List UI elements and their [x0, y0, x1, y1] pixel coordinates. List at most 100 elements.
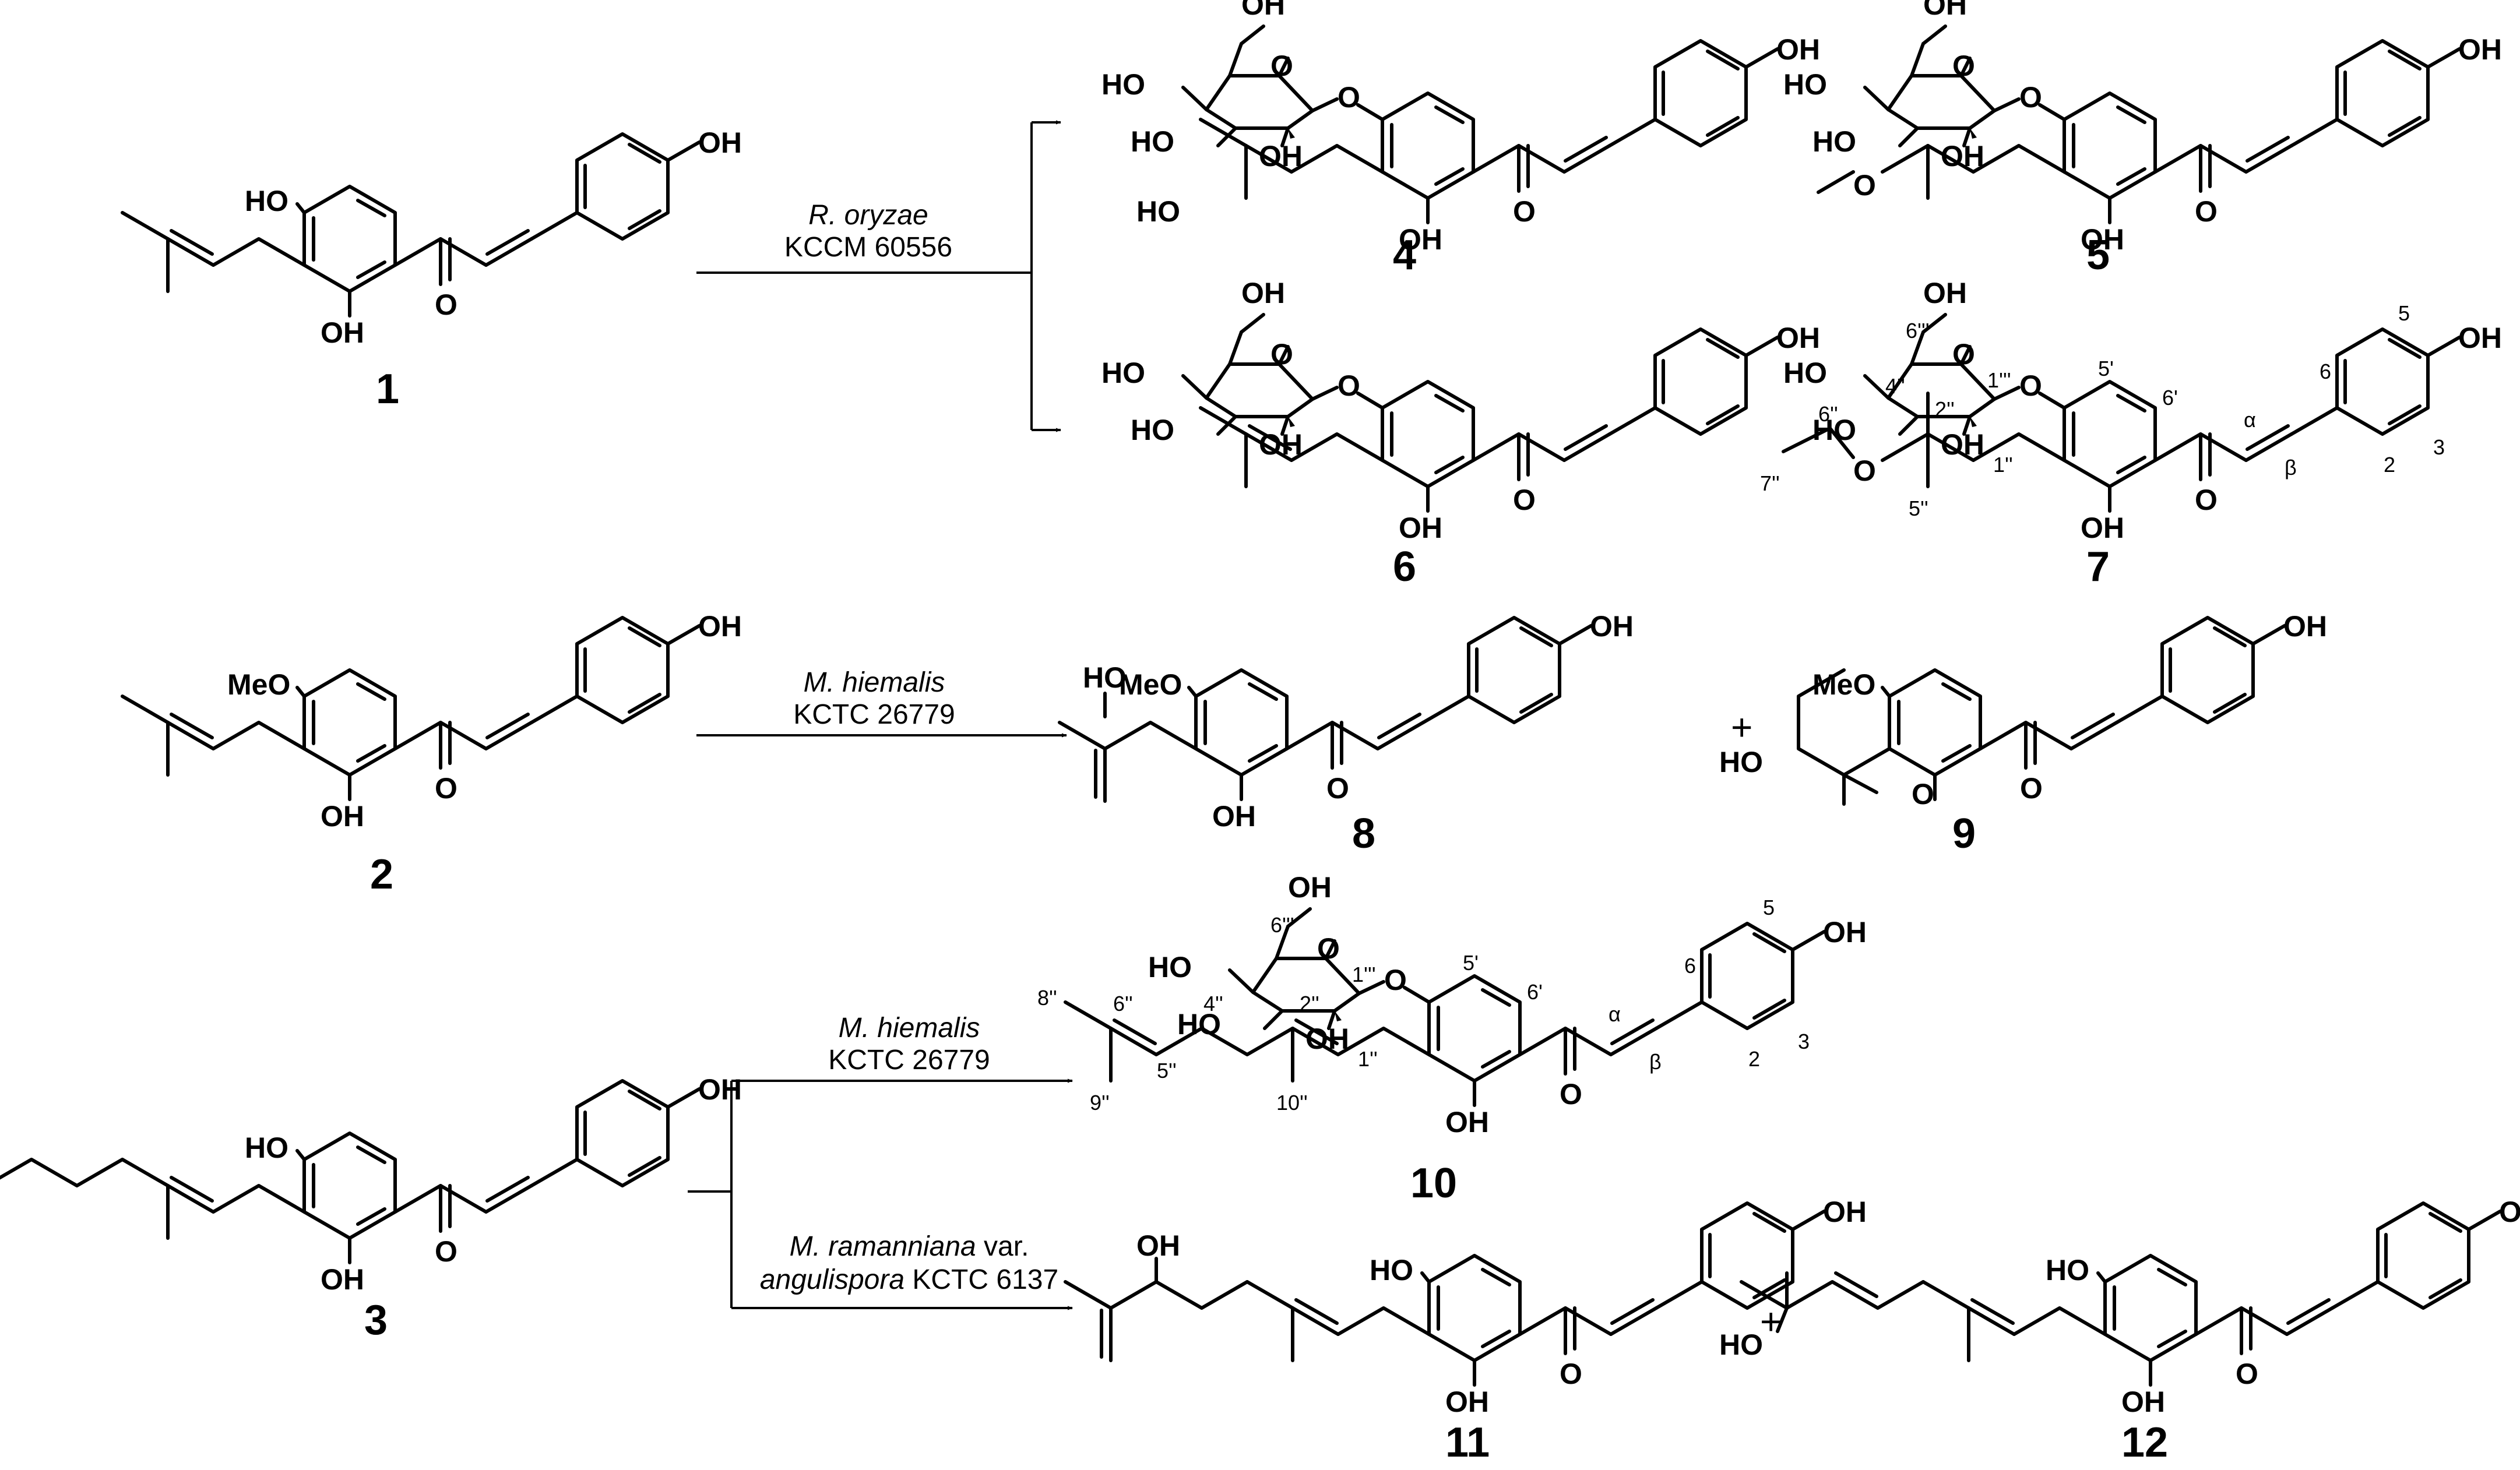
compound-label-10: 10 [1410, 1160, 1457, 1207]
position-label: 4'' [1203, 992, 1223, 1016]
position-label: 3 [2433, 435, 2445, 459]
compound-label-2: 2 [370, 851, 393, 898]
hydroxyl-label: OH [1923, 277, 1967, 309]
plus-sign: + [1731, 706, 1752, 748]
position-label: 1'' [1358, 1047, 1378, 1071]
strain-label: KCTC 26779 [828, 1045, 990, 1076]
hydroxyl-label: OH [1241, 277, 1285, 309]
carbonyl-label: O [1560, 1358, 1582, 1390]
hydroxyl-label: OH [2081, 512, 2124, 544]
compound-10: O O OH HO HO OH OH O OH 6''' 1''' 5' 6' … [1037, 871, 1867, 1138]
ether-o-label: O [2019, 81, 2042, 114]
compound-label-1: 1 [376, 366, 399, 413]
ether-o-label: O [1384, 964, 1407, 996]
hydroxyl-label: OH [2283, 610, 2327, 643]
hydroxyl-label: OH [1776, 322, 1820, 354]
hydroxyl-label: OH [2499, 1196, 2520, 1228]
carbonyl-label: O [1513, 484, 1536, 516]
compound-3: HO OH O OH [0, 1073, 742, 1296]
position-label: 6''' [1270, 913, 1294, 937]
methoxy-label: MeO [1812, 668, 1875, 701]
carbonyl-label: O [435, 772, 457, 805]
position-label: 5 [1763, 896, 1775, 919]
position-label: 9'' [1090, 1091, 1110, 1115]
carbonyl-label: O [2020, 772, 2043, 805]
position-label: 5' [2098, 357, 2114, 380]
position-label: β [1649, 1050, 1662, 1074]
hydroxyl-label: HO [1148, 951, 1192, 983]
ring-o-label: O [1270, 338, 1293, 371]
compound-label-11: 11 [1445, 1419, 1490, 1466]
compound-2: MeO OH O OH [122, 610, 742, 833]
ring-o-label: O [1270, 50, 1293, 82]
compound-label-12: 12 [2121, 1419, 2168, 1466]
position-label: 5 [2398, 301, 2410, 325]
hydroxyl-label: OH [698, 610, 742, 643]
hydroxyl-label: HO [1101, 357, 1145, 389]
carbonyl-label: O [1513, 195, 1536, 228]
hydroxyl-label: OH [1259, 428, 1303, 461]
hydroxyl-label: OH [1823, 1196, 1867, 1228]
plus-sign: + [1760, 1300, 1782, 1342]
compound-label-4: 4 [1393, 232, 1416, 279]
hydroxyl-label: OH [1941, 140, 1984, 172]
position-label: α [1609, 1002, 1621, 1026]
hydroxyl-label: OH [1776, 33, 1820, 66]
compound-7: O O OH HO HO OH O OH O OH 6''' 1''' 5' 6… [1760, 277, 2502, 544]
ring-o-label: O [1912, 778, 1934, 810]
methoxy-label: MeO [227, 668, 290, 701]
hydroxyl-label: HO [1812, 414, 1856, 446]
hydroxyl-label: OH [1923, 0, 1967, 21]
hydroxyl-label: HO [245, 1131, 288, 1164]
strain-label: angulispora KCTC 6137 [760, 1264, 1058, 1295]
position-label: 2'' [1300, 992, 1319, 1016]
hydroxyl-label: OH [2458, 322, 2502, 354]
carbonyl-label: O [1326, 772, 1349, 805]
hydroxyl-label: OH [321, 316, 364, 349]
position-label: 6'' [1113, 992, 1133, 1016]
compound-9: MeO O HO O OH [1719, 610, 2327, 810]
ether-o-label: O [2019, 369, 2042, 402]
position-label: 10'' [1276, 1091, 1308, 1115]
position-label: 3 [1798, 1030, 1810, 1053]
compound-label-9: 9 [1952, 810, 1976, 857]
hydroxyl-label: OH [321, 800, 364, 833]
hydroxyl-label: OH [1399, 223, 1442, 256]
reaction-arrow-3 [688, 1078, 1073, 1310]
compound-6: O O OH HO HO OH OH O OH [1101, 277, 1820, 544]
organism-label: M. hiemalis [839, 1013, 980, 1044]
compound-label-5: 5 [2086, 232, 2110, 279]
hydroxyl-label: HO [1719, 1328, 1763, 1361]
hydroxyl-label: HO [1131, 414, 1174, 446]
position-label: 5'' [1157, 1059, 1177, 1083]
hydroxyl-label: OH [1259, 140, 1303, 172]
hydroxyl-label: OH [1399, 512, 1442, 544]
hydroxyl-label: HO [1177, 1008, 1221, 1041]
strain-label: KCTC 26779 [793, 699, 955, 730]
methoxy-label: MeO [1119, 668, 1182, 701]
compound-5: O O OH HO HO OH O OH O OH [1783, 0, 2502, 256]
hydroxyl-label: OH [1136, 1229, 1180, 1262]
compound-1: HO OH O OH [122, 126, 742, 349]
carbonyl-label: O [2195, 484, 2218, 516]
position-label: 8'' [1037, 986, 1057, 1010]
ring-o-label: O [1952, 50, 1975, 82]
reaction-arrow-1 [696, 120, 1061, 432]
compound-8: MeO HO OH O OH [1058, 610, 1634, 833]
position-label: 6 [2320, 359, 2331, 383]
hydroxyl-label: OH [698, 126, 742, 159]
hydroxyl-label: HO [1812, 125, 1856, 158]
position-label: 2 [1748, 1047, 1760, 1071]
position-label: 1'' [1993, 453, 2013, 477]
hydroxyl-label: OH [2121, 1386, 2165, 1418]
ring-o-label: O [1952, 338, 1975, 371]
organism-label: M. ramanniana var. [790, 1231, 1029, 1262]
hydroxyl-label: OH [1241, 0, 1285, 21]
hydroxyl-label: OH [1590, 610, 1634, 643]
hydroxyl-label: HO [1131, 125, 1174, 158]
hydroxyl-label: HO [1783, 357, 1827, 389]
position-label: 6''' [1906, 319, 1930, 343]
hydroxyl-label: HO [1101, 68, 1145, 101]
position-label: 5'' [1909, 496, 1928, 520]
ethoxy-o-label: O [1853, 454, 1876, 487]
